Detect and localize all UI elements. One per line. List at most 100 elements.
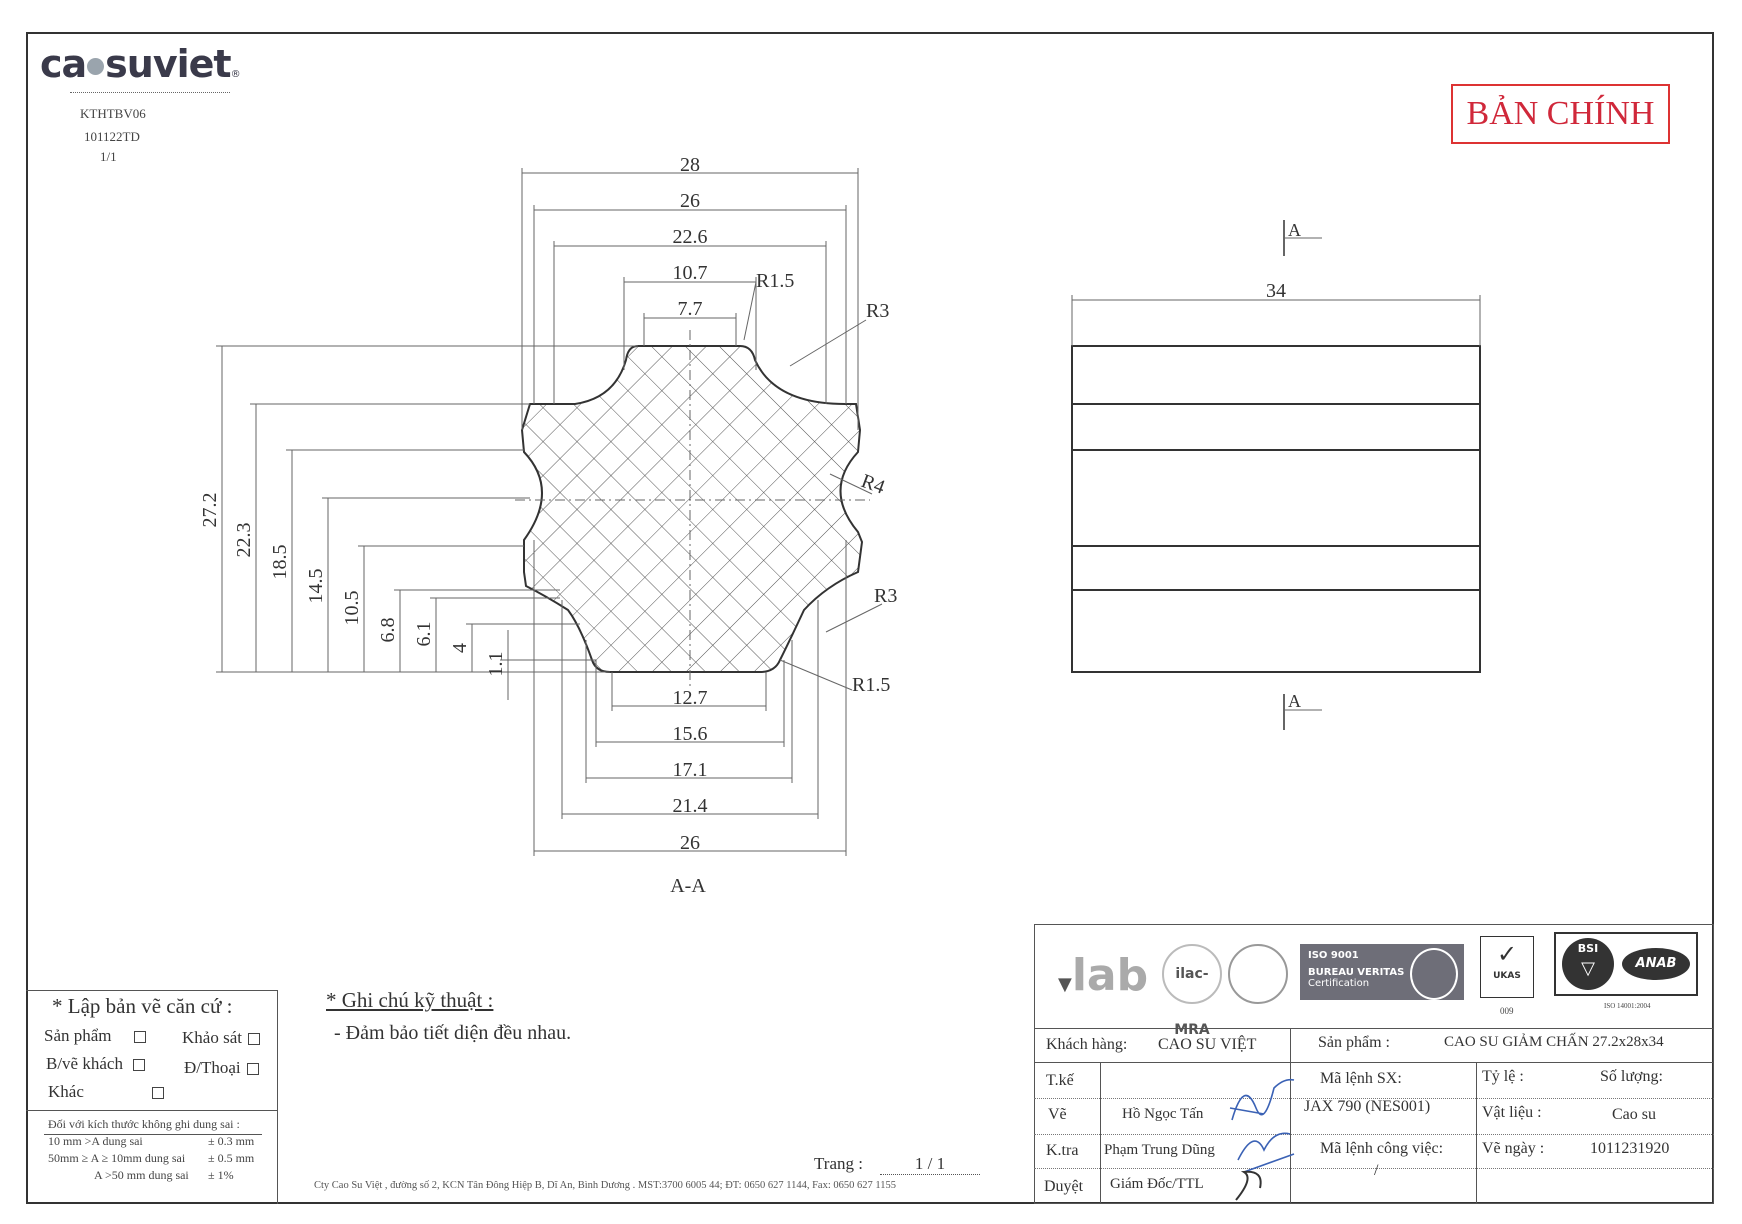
divider bbox=[1100, 1062, 1101, 1204]
section-profile bbox=[520, 345, 864, 673]
dim-15-6: 15.6 bbox=[673, 723, 708, 745]
checkmark-icon: ✓ bbox=[1496, 940, 1518, 968]
section-marker-top: A bbox=[1288, 220, 1301, 240]
dim-22-6: 22.6 bbox=[673, 226, 708, 248]
side-view bbox=[1071, 345, 1481, 673]
divider bbox=[1034, 1134, 1714, 1135]
ukas-number: 009 bbox=[1500, 1006, 1514, 1016]
dim-21-4: 21.4 bbox=[673, 795, 708, 817]
product-label: Sản phẩm : bbox=[1318, 1034, 1390, 1051]
radius-r3-bottom: R3 bbox=[874, 585, 897, 607]
section-marker-bottom: A bbox=[1288, 691, 1301, 711]
basis-item-other[interactable]: Khác bbox=[48, 1082, 164, 1102]
radius-r1-5-top: R1.5 bbox=[756, 270, 794, 292]
divider bbox=[1476, 1062, 1477, 1204]
bsi-anab-logo: BSI▽ ANAB bbox=[1554, 932, 1698, 996]
radius-r1-5-bottom: R1.5 bbox=[852, 674, 890, 696]
divider bbox=[1290, 1062, 1291, 1204]
divider bbox=[1290, 1028, 1291, 1062]
ukas-logo: ✓UKAS bbox=[1480, 936, 1534, 998]
dim-27-2: 27.2 bbox=[199, 493, 221, 528]
notes-title: * Ghi chú kỹ thuật : bbox=[326, 988, 494, 1012]
checkbox-icon[interactable] bbox=[151, 1087, 164, 1100]
divider bbox=[26, 1110, 278, 1111]
basis-box bbox=[26, 990, 278, 1204]
qty-label: Số lượng: bbox=[1600, 1068, 1663, 1085]
basis-item-phone[interactable]: Đ/Thoại bbox=[184, 1058, 259, 1078]
bureau-veritas-logo: ISO 9001 BUREAU VERITAS Certification bbox=[1300, 944, 1464, 1000]
ve-name: Hồ Ngọc Tấn bbox=[1122, 1106, 1204, 1122]
lab-logo: ▼lab bbox=[1058, 950, 1149, 1001]
dim-26-top: 26 bbox=[680, 190, 700, 212]
basis-item-customer-drawing[interactable]: B/vẽ khách bbox=[46, 1054, 145, 1074]
form-code: KTHTBV06 bbox=[80, 106, 146, 121]
radius-r3-top: R3 bbox=[866, 300, 889, 322]
dim-4: 4 bbox=[449, 643, 471, 653]
date-value: 1011231920 bbox=[1590, 1140, 1670, 1157]
dim-1-1: 1.1 bbox=[485, 652, 507, 677]
dim-12-7: 12.7 bbox=[673, 687, 708, 709]
bureau-veritas-seal-icon bbox=[1410, 948, 1458, 1000]
notes-line: - Đảm bảo tiết diện đều nhau. bbox=[334, 1022, 572, 1044]
checkbox-icon[interactable] bbox=[133, 1031, 146, 1044]
job-value: / bbox=[1374, 1162, 1379, 1179]
ktra-name: Phạm Trung Dũng bbox=[1104, 1142, 1215, 1158]
page-value: 1 / 1 bbox=[880, 1154, 980, 1175]
original-stamp: BẢN CHÍNH bbox=[1451, 84, 1670, 144]
dim-22-3: 22.3 bbox=[233, 523, 255, 558]
product-value: CAO SU GIẢM CHẤN 27.2x28x34 bbox=[1444, 1034, 1664, 1050]
ve-label: Vẽ bbox=[1048, 1106, 1067, 1123]
divider bbox=[1034, 1028, 1714, 1029]
basis-item-product[interactable]: Sản phẩm bbox=[44, 1026, 146, 1046]
dim-10-5: 10.5 bbox=[341, 591, 363, 626]
customer-value: CAO SU VIỆT bbox=[1158, 1036, 1257, 1053]
logo-rule bbox=[70, 92, 230, 93]
divider bbox=[1034, 1062, 1714, 1063]
dim-6-8: 6.8 bbox=[377, 618, 399, 643]
dim-17-1: 17.1 bbox=[673, 759, 708, 781]
section-label: A-A bbox=[670, 875, 706, 897]
tolerance-row: 10 mm >A dung sai± 0.3 mm bbox=[48, 1134, 255, 1148]
material-label: Vật liệu : bbox=[1482, 1104, 1542, 1121]
order-label: Mã lệnh SX: bbox=[1320, 1070, 1402, 1087]
checkbox-icon[interactable] bbox=[246, 1063, 259, 1076]
basis-item-survey[interactable]: Khảo sát bbox=[182, 1028, 260, 1048]
tolerance-title: Đối với kích thước không ghi dung sai : bbox=[48, 1117, 240, 1131]
dim-10-7: 10.7 bbox=[673, 262, 708, 284]
dim-7-7: 7.7 bbox=[678, 298, 703, 320]
page-label: Trang : bbox=[814, 1154, 863, 1173]
drawing-frame bbox=[26, 32, 1714, 1204]
anab-badge: ANAB bbox=[1622, 948, 1690, 980]
dim-28: 28 bbox=[680, 154, 700, 176]
checkbox-icon[interactable] bbox=[132, 1059, 145, 1072]
bsi-badge-icon: BSI▽ bbox=[1562, 938, 1614, 990]
dim-14-5: 14.5 bbox=[305, 569, 327, 604]
tolerance-row: 50mm ≥ A ≥ 10mm dung sai± 0.5 mm bbox=[48, 1151, 255, 1165]
signature-icon bbox=[1229, 1078, 1295, 1201]
logo-dot-icon bbox=[87, 58, 105, 75]
duyet-name: Giám Đốc/TTL bbox=[1110, 1176, 1204, 1192]
divider bbox=[1034, 1098, 1714, 1099]
radius-r4: R4 bbox=[858, 470, 887, 499]
dim-26-bottom: 26 bbox=[680, 832, 700, 854]
tolerance-row: A >50 mm dung sai± 1% bbox=[94, 1168, 234, 1182]
customer-label: Khách hàng: bbox=[1046, 1036, 1128, 1053]
company-address: Cty Cao Su Việt , đường số 2, KCN Tân Đô… bbox=[314, 1180, 896, 1191]
job-label: Mã lệnh công việc: bbox=[1320, 1140, 1444, 1157]
dim-34: 34 bbox=[1266, 280, 1286, 302]
material-value: Cao su bbox=[1612, 1106, 1656, 1123]
tke-label: T.kế bbox=[1046, 1072, 1074, 1089]
bsi-iso-text: ISO 14001:2004 bbox=[1604, 1002, 1651, 1010]
dim-18-5: 18.5 bbox=[269, 545, 291, 580]
sheet-number: 1/1 bbox=[100, 149, 117, 164]
ilac-mra-logo: ilac-MRA bbox=[1162, 944, 1222, 1038]
doc-number: 101122TD bbox=[84, 129, 140, 144]
checkbox-icon[interactable] bbox=[247, 1033, 260, 1046]
accreditation-seal-icon bbox=[1228, 944, 1288, 1004]
basis-title: * Lập bản vẽ căn cứ : bbox=[52, 994, 233, 1018]
scale-label: Tỷ lệ : bbox=[1482, 1068, 1524, 1085]
ktra-label: K.tra bbox=[1046, 1142, 1079, 1159]
divider bbox=[44, 1134, 262, 1135]
